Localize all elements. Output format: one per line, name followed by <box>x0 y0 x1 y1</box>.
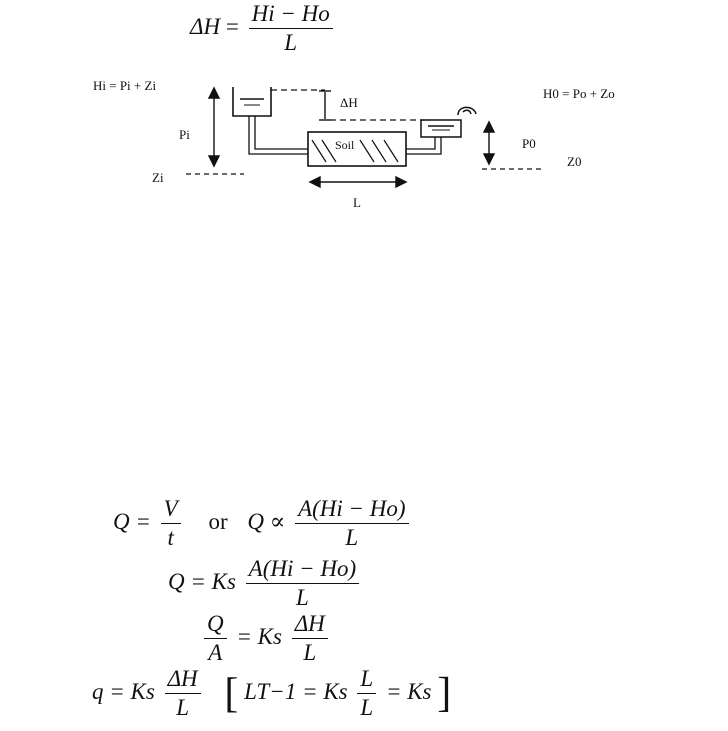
eq1-prop: Q ∝ <box>247 509 291 534</box>
label-po: P0 <box>522 136 536 152</box>
top-equation-fraction: Hi − Ho L <box>249 2 333 55</box>
eq4-left-bracket: [ <box>224 671 238 717</box>
eq2-lhs: Q = Ks <box>168 569 236 594</box>
label-zo: Z0 <box>567 154 581 170</box>
equation-2: Q = Ks A(Hi − Ho) L <box>168 557 363 610</box>
po-arrow <box>484 122 494 164</box>
inlet-reservoir <box>233 87 271 116</box>
eq4-bracket-a: LT−1 = Ks <box>244 679 347 704</box>
label-pi: Pi <box>179 127 190 143</box>
eq3-right-fraction: ΔH L <box>292 612 328 665</box>
equation-1: Q = V t or Q ∝ A(Hi − Ho) L <box>113 497 413 550</box>
outlet-reservoir <box>421 120 461 137</box>
top-equation: ΔH = Hi − Ho L <box>190 2 337 55</box>
eq4-bracket-fraction: L L <box>357 667 376 720</box>
soil-column <box>308 132 406 166</box>
inlet-pipe <box>249 116 308 154</box>
top-equation-equals: = <box>226 14 239 39</box>
eq2-fraction: A(Hi − Ho) L <box>246 557 360 610</box>
overflow-spout <box>458 107 476 115</box>
pi-arrow <box>209 88 219 166</box>
outlet-pipe <box>406 137 441 154</box>
eq4-lhs: q = Ks <box>92 679 155 704</box>
eq3-left-fraction: Q A <box>204 612 227 665</box>
equation-3: Q A = Ks ΔH L <box>200 612 332 665</box>
soil-label: Soil <box>335 138 355 152</box>
length-arrow <box>310 177 406 187</box>
label-l: L <box>353 195 361 211</box>
equation-4: q = Ks ΔH L [ LT−1 = Ks L L = Ks ] <box>92 667 451 720</box>
top-equation-lhs: ΔH <box>190 14 220 39</box>
eq4-bracket-b: = Ks <box>386 679 432 704</box>
label-ho: H0 = Po + Zo <box>543 86 615 102</box>
label-hi: Hi = Pi + Zi <box>93 78 156 94</box>
soil-hatching <box>312 140 398 162</box>
top-equation-denominator: L <box>281 29 300 55</box>
eq1-prop-fraction: A(Hi − Ho) L <box>295 497 409 550</box>
label-dh: ΔH <box>340 95 358 111</box>
eq1-or: or <box>208 509 227 534</box>
eq1-fraction: V t <box>161 497 181 550</box>
top-equation-numerator: Hi − Ho <box>249 2 333 29</box>
delta-h-arrow <box>319 91 331 120</box>
label-zi: Zi <box>152 170 164 186</box>
eq3-mid: = Ks <box>236 624 282 649</box>
eq4-fraction: ΔH L <box>165 667 201 720</box>
eq1-q: Q = <box>113 509 157 534</box>
eq4-right-bracket: ] <box>437 671 451 717</box>
